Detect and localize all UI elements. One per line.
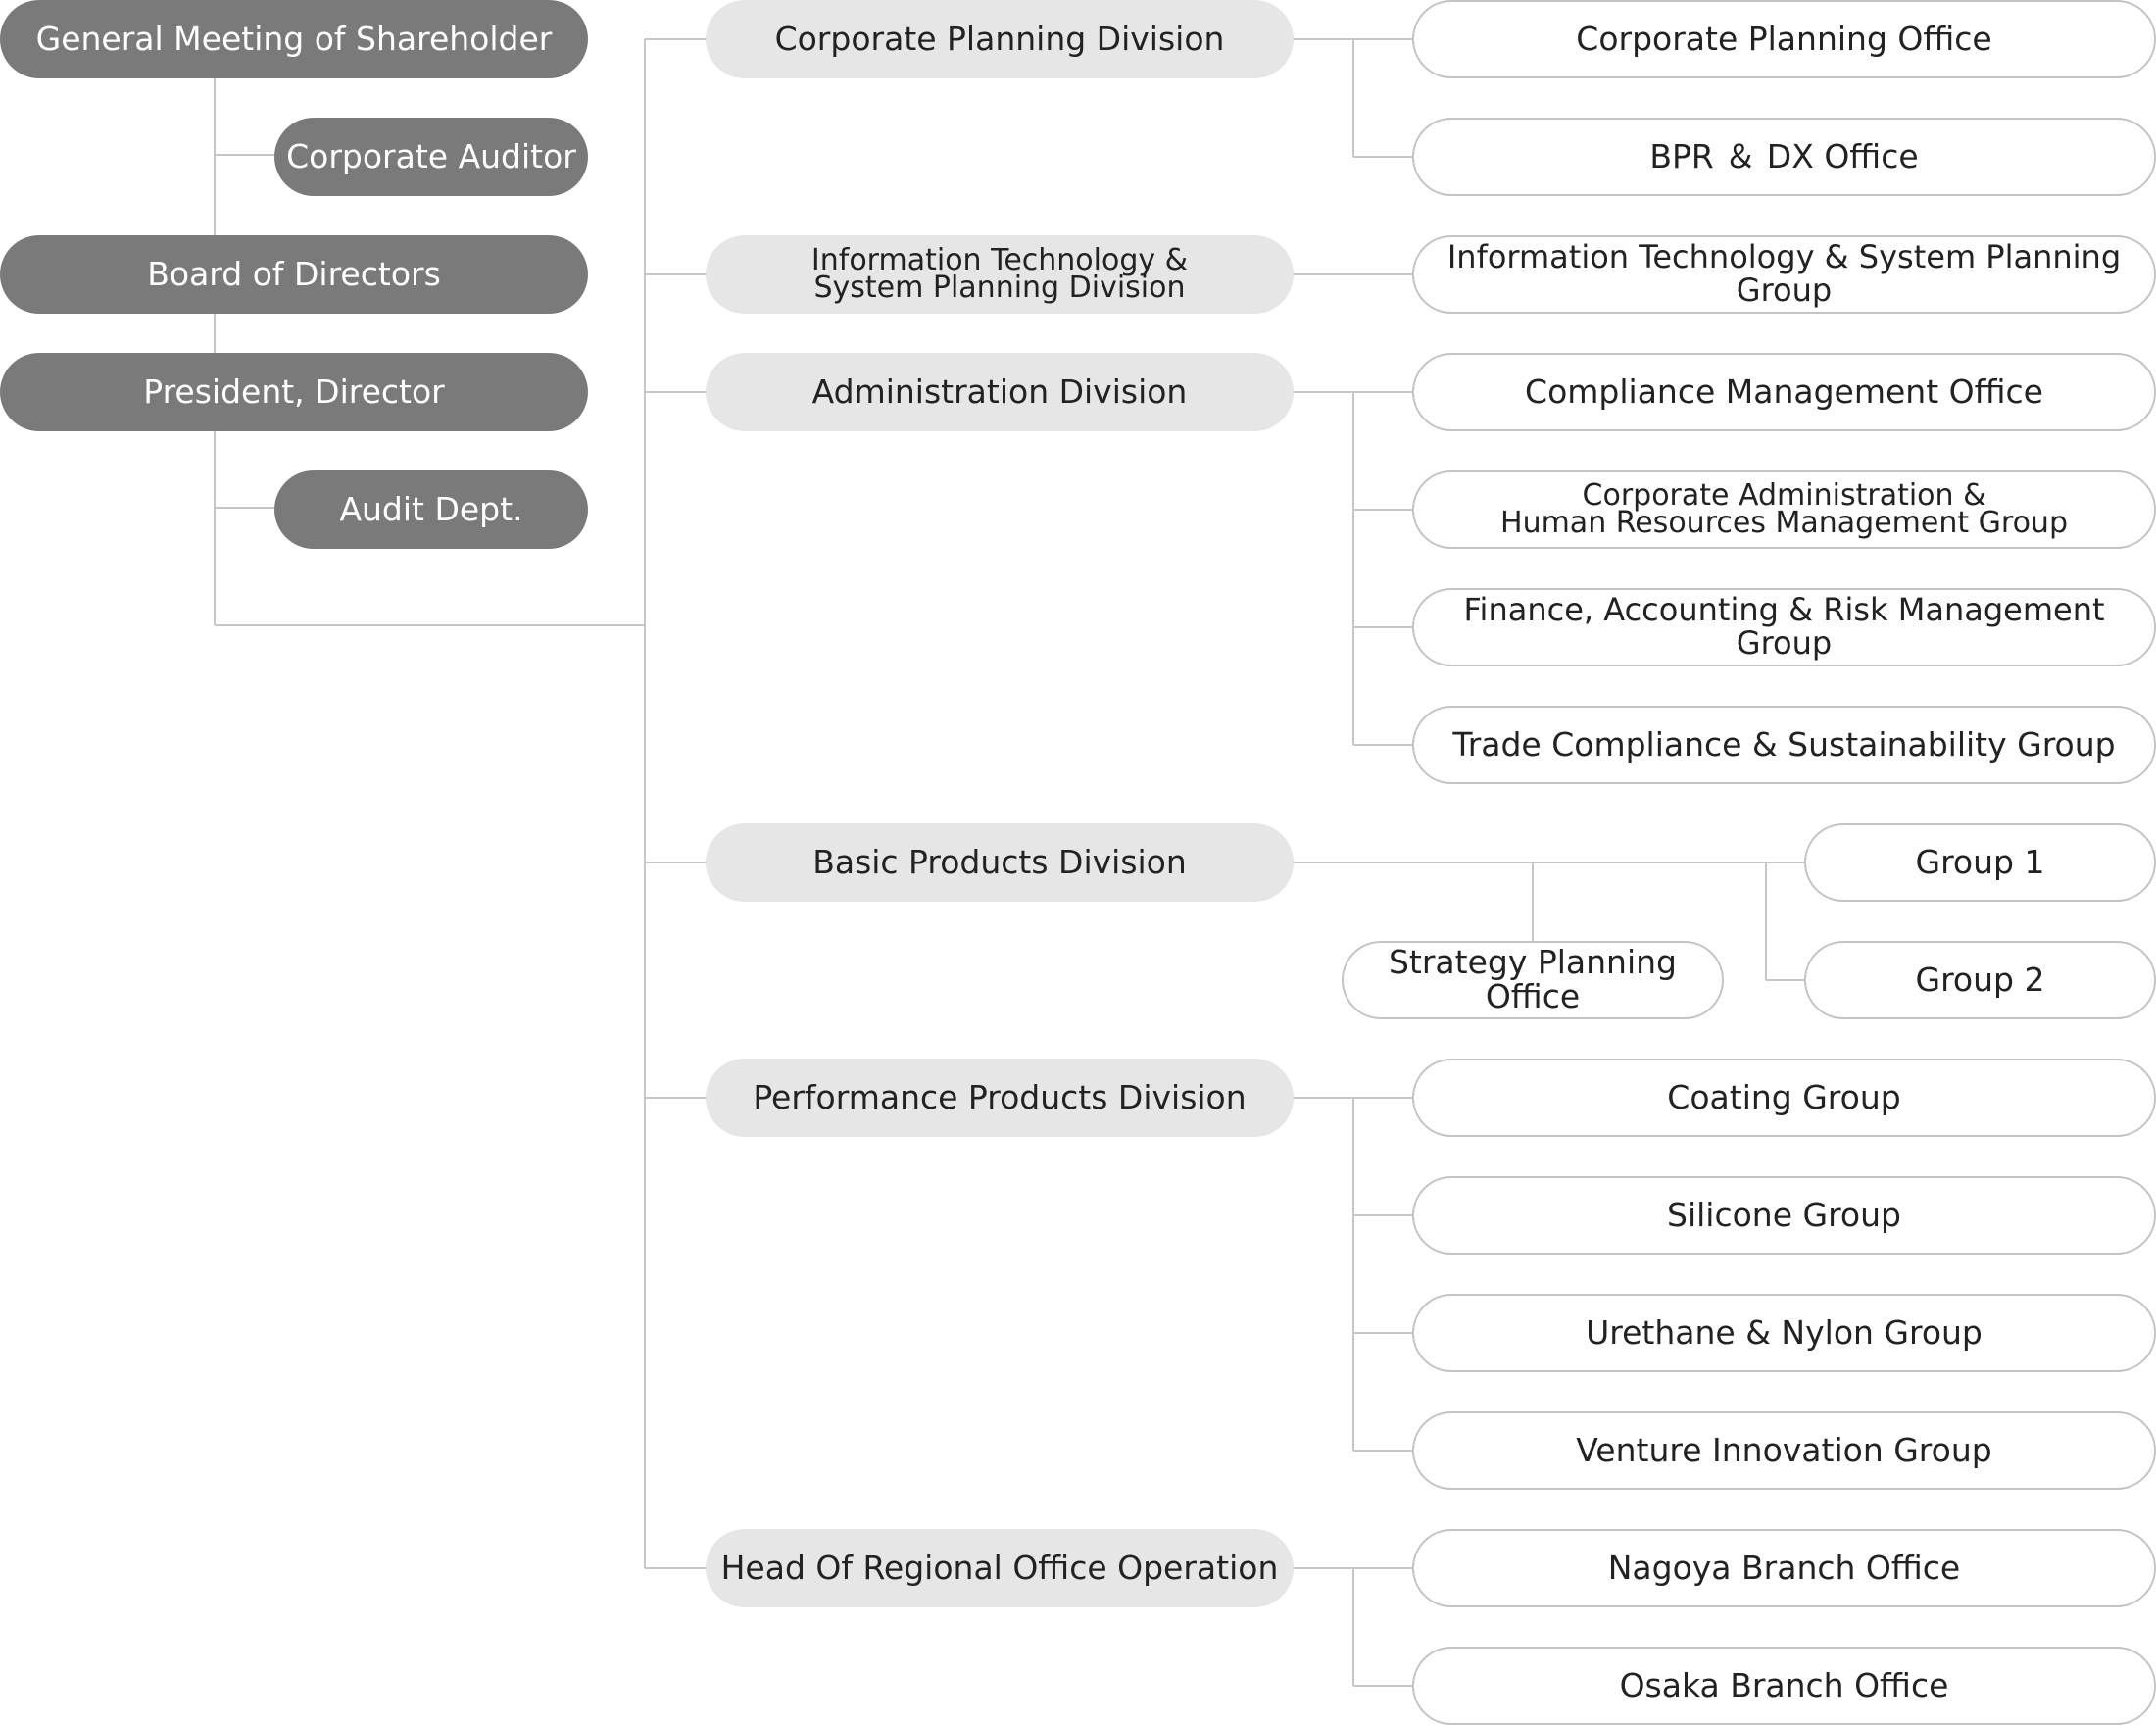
- it-system-planning-group-box: Information Technology & System Planning…: [1412, 235, 2156, 314]
- unit-label: Venture Innovation Group: [1576, 1430, 1992, 1469]
- unit-label: BPR ＆ DX Office: [1649, 136, 1919, 175]
- audit-dept-box: Audit Dept.: [274, 470, 588, 549]
- unit-label: Corporate Planning Office: [1576, 19, 1992, 58]
- venture-innovation-group-box: Venture Innovation Group: [1412, 1411, 2156, 1490]
- unit-label: Group 2: [1915, 960, 2045, 999]
- corporate-planning-division-box: Corporate Planning Division: [706, 0, 1294, 78]
- osaka-branch-office-box: Osaka Branch Office: [1412, 1647, 2156, 1725]
- division-label: Basic Products Division: [812, 842, 1187, 881]
- basic-products-division-box: Basic Products Division: [706, 823, 1294, 902]
- corporate-auditor-box: Corporate Auditor: [274, 118, 588, 196]
- division-label: Performance Products Division: [753, 1077, 1247, 1116]
- silicone-group-box: Silicone Group: [1412, 1176, 2156, 1255]
- general-meeting-label: General Meeting of Shareholder: [35, 19, 553, 58]
- unit-label: Corporate Administration & Human Resourc…: [1500, 477, 2068, 540]
- unit-label: Trade Compliance & Sustainability Group: [1452, 724, 2116, 764]
- group-1-box: Group 1: [1804, 823, 2156, 902]
- regional-office-operation-box: Head Of Regional Office Operation: [706, 1529, 1294, 1607]
- corporate-auditor-label: Corporate Auditor: [286, 136, 576, 175]
- unit-label: Strategy Planning Office: [1388, 943, 1678, 1015]
- board-of-directors-label: Board of Directors: [147, 254, 441, 293]
- division-label: Head Of Regional Office Operation: [720, 1548, 1279, 1587]
- administration-division-box: Administration Division: [706, 353, 1294, 431]
- corporate-administration-hr-group-box: Corporate Administration & Human Resourc…: [1412, 470, 2156, 549]
- corporate-planning-office-box: Corporate Planning Office: [1412, 0, 2156, 78]
- general-meeting-box: General Meeting of Shareholder: [0, 0, 588, 78]
- group-2-box: Group 2: [1804, 941, 2156, 1019]
- unit-label: Nagoya Branch Office: [1607, 1548, 1961, 1587]
- finance-accounting-risk-group-box: Finance, Accounting & Risk Management Gr…: [1412, 588, 2156, 666]
- board-of-directors-box: Board of Directors: [0, 235, 588, 314]
- president-label: President, Director: [143, 371, 445, 411]
- coating-group-box: Coating Group: [1412, 1059, 2156, 1137]
- nagoya-branch-office-box: Nagoya Branch Office: [1412, 1529, 2156, 1607]
- unit-label: Osaka Branch Office: [1619, 1665, 1949, 1704]
- compliance-management-office-box: Compliance Management Office: [1412, 353, 2156, 431]
- it-system-planning-division-box: Information Technology & System Planning…: [706, 235, 1294, 314]
- strategy-planning-office-box: Strategy Planning Office: [1342, 941, 1724, 1019]
- unit-label: Finance, Accounting & Risk Management Gr…: [1463, 591, 2105, 662]
- division-label: Corporate Planning Division: [774, 19, 1225, 58]
- unit-label: Group 1: [1915, 842, 2045, 881]
- bpr-dx-office-box: BPR ＆ DX Office: [1412, 118, 2156, 196]
- unit-label: Compliance Management Office: [1525, 371, 2043, 411]
- urethane-nylon-group-box: Urethane & Nylon Group: [1412, 1294, 2156, 1372]
- unit-label: Silicone Group: [1667, 1195, 1901, 1234]
- unit-label: Information Technology & System Planning…: [1446, 238, 2122, 309]
- division-label: Information Technology & System Planning…: [810, 242, 1189, 305]
- unit-label: Urethane & Nylon Group: [1586, 1312, 1983, 1352]
- unit-label: Coating Group: [1667, 1077, 1901, 1116]
- performance-products-division-box: Performance Products Division: [706, 1059, 1294, 1137]
- audit-dept-label: Audit Dept.: [339, 489, 523, 528]
- division-label: Administration Division: [811, 371, 1188, 411]
- trade-compliance-sustainability-group-box: Trade Compliance & Sustainability Group: [1412, 706, 2156, 784]
- president-box: President, Director: [0, 353, 588, 431]
